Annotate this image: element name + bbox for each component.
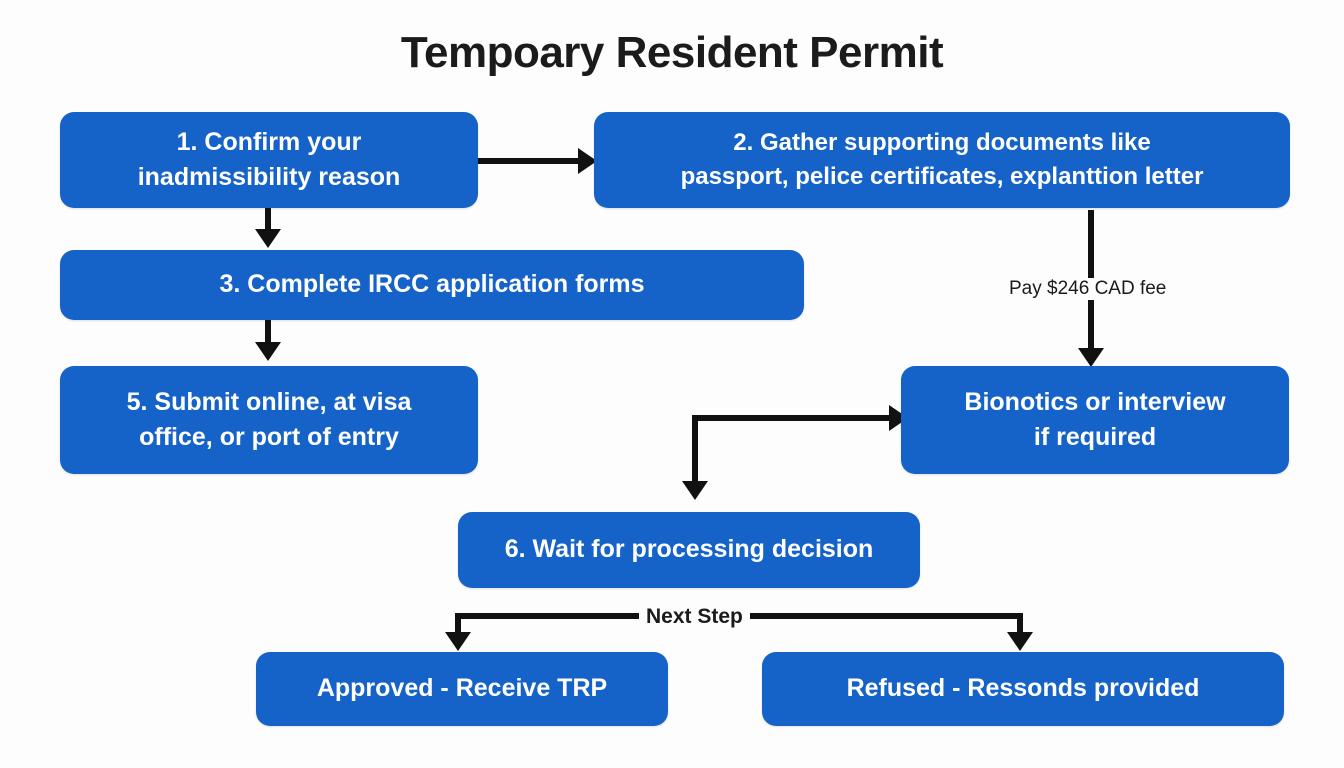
node-step-2[interactable]: 2. Gather supporting documents like pass… [594,112,1290,208]
connector-nextstep-to-refused-arrowhead [1007,632,1033,651]
node-step-3-line1: 3. Complete IRCC application forms [219,270,645,299]
node-biometrics-line1: Bionotics or interview [964,387,1226,416]
connector-nextstep-left-drop [455,613,461,639]
node-step-5-line1: 5. Submit online, at visa [126,387,412,416]
node-step-5-line2: office, or port of entry [139,423,399,451]
node-approved[interactable]: Approved - Receive TRP [256,652,668,726]
node-step-1-line1: 1. Confirm your [176,127,362,156]
node-biometrics-line2: if required [1033,423,1157,451]
node-step-1[interactable]: 1. Confirm your inadmissibility reason [60,112,478,208]
connector-nextstep-right-drop [1017,613,1023,639]
node-step-3[interactable]: 3. Complete IRCC application forms [60,250,804,320]
node-refused[interactable]: Refused - Ressonds provided [762,652,1284,726]
connector-step1-to-step2-arrowhead [578,148,597,174]
connector-step2-to-biometrics-arrowhead [1078,348,1104,367]
connector-step1-to-step3-line [265,208,271,242]
connector-step3-to-step5-arrowhead [255,342,281,361]
connector-nextstep-to-approved-arrowhead [445,632,471,651]
connector-step3-to-step5-line [265,319,271,355]
edge-label-next-step: Next Step [639,605,750,629]
node-step-1-line2: inadmissibility reason [137,163,401,191]
edge-label-fee: Pay $246 CAD fee [1002,278,1174,300]
node-step-6[interactable]: 6. Wait for processing decision [458,512,920,588]
node-approved-line1: Approved - Receive TRP [316,674,608,703]
node-step-2-line2: passport, pelice certificates, explantti… [680,163,1204,190]
connector-junction-to-step6-arrowhead [682,481,708,500]
connector-step1-to-step2-line [478,158,584,164]
node-step-5[interactable]: 5. Submit online, at visa office, or por… [60,366,478,474]
page-title: Tempoary Resident Permit [400,28,944,77]
node-biometrics[interactable]: Bionotics or interview if required [901,366,1289,474]
connector-junction-to-biometrics-line [692,415,916,421]
connector-junction-to-step6-line [692,415,698,487]
node-refused-line1: Refused - Ressonds provided [846,674,1200,703]
node-step-6-line1: 6. Wait for processing decision [504,535,874,564]
connector-step1-to-step3-arrowhead [255,229,281,248]
node-step-2-line1: 2. Gather supporting documents like [733,128,1151,156]
